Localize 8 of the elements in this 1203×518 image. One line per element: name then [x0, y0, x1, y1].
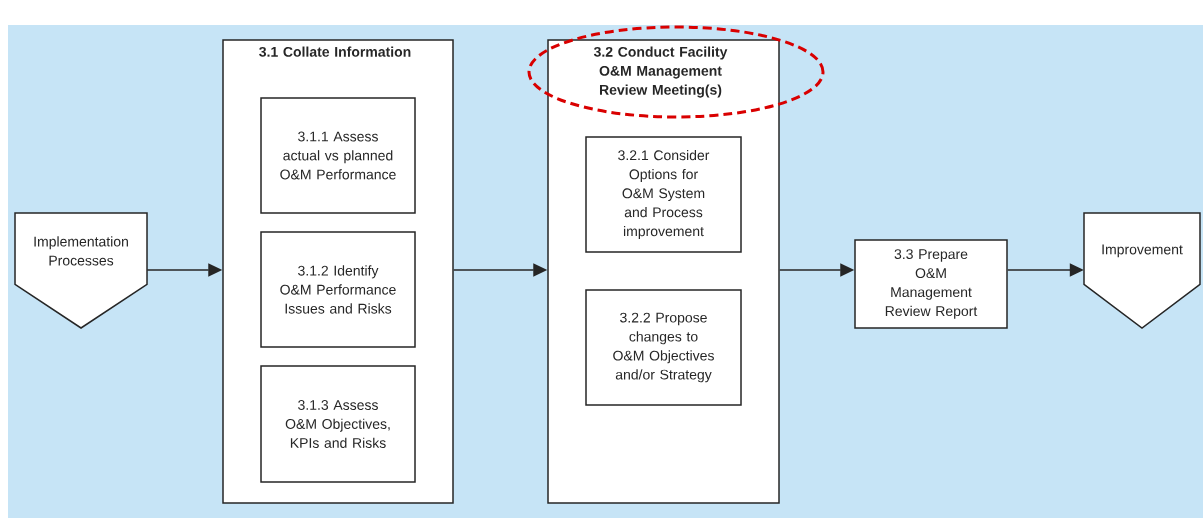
process-box: 3.1.1 Assess actual vs planned O&M Performance	[260, 97, 416, 214]
process-box: 3.3 Prepare O&M Management Review Report	[854, 239, 1008, 329]
process-box: 3.1.3 Assess O&M Objectives, KPIs and Risks	[260, 365, 416, 483]
process-box: 3.1.2 Identify O&M Performance Issues and Risks	[260, 231, 416, 348]
process-box: 3.2.1 Consider Options for O&M System and Process improvement	[585, 136, 742, 253]
off-page-connector: Implementation Processes	[14, 212, 148, 329]
process-box: 3.2.2 Propose changes to O&M Objectives and/or Strategy	[585, 289, 742, 406]
off-page-connector: Improvement	[1083, 212, 1201, 329]
